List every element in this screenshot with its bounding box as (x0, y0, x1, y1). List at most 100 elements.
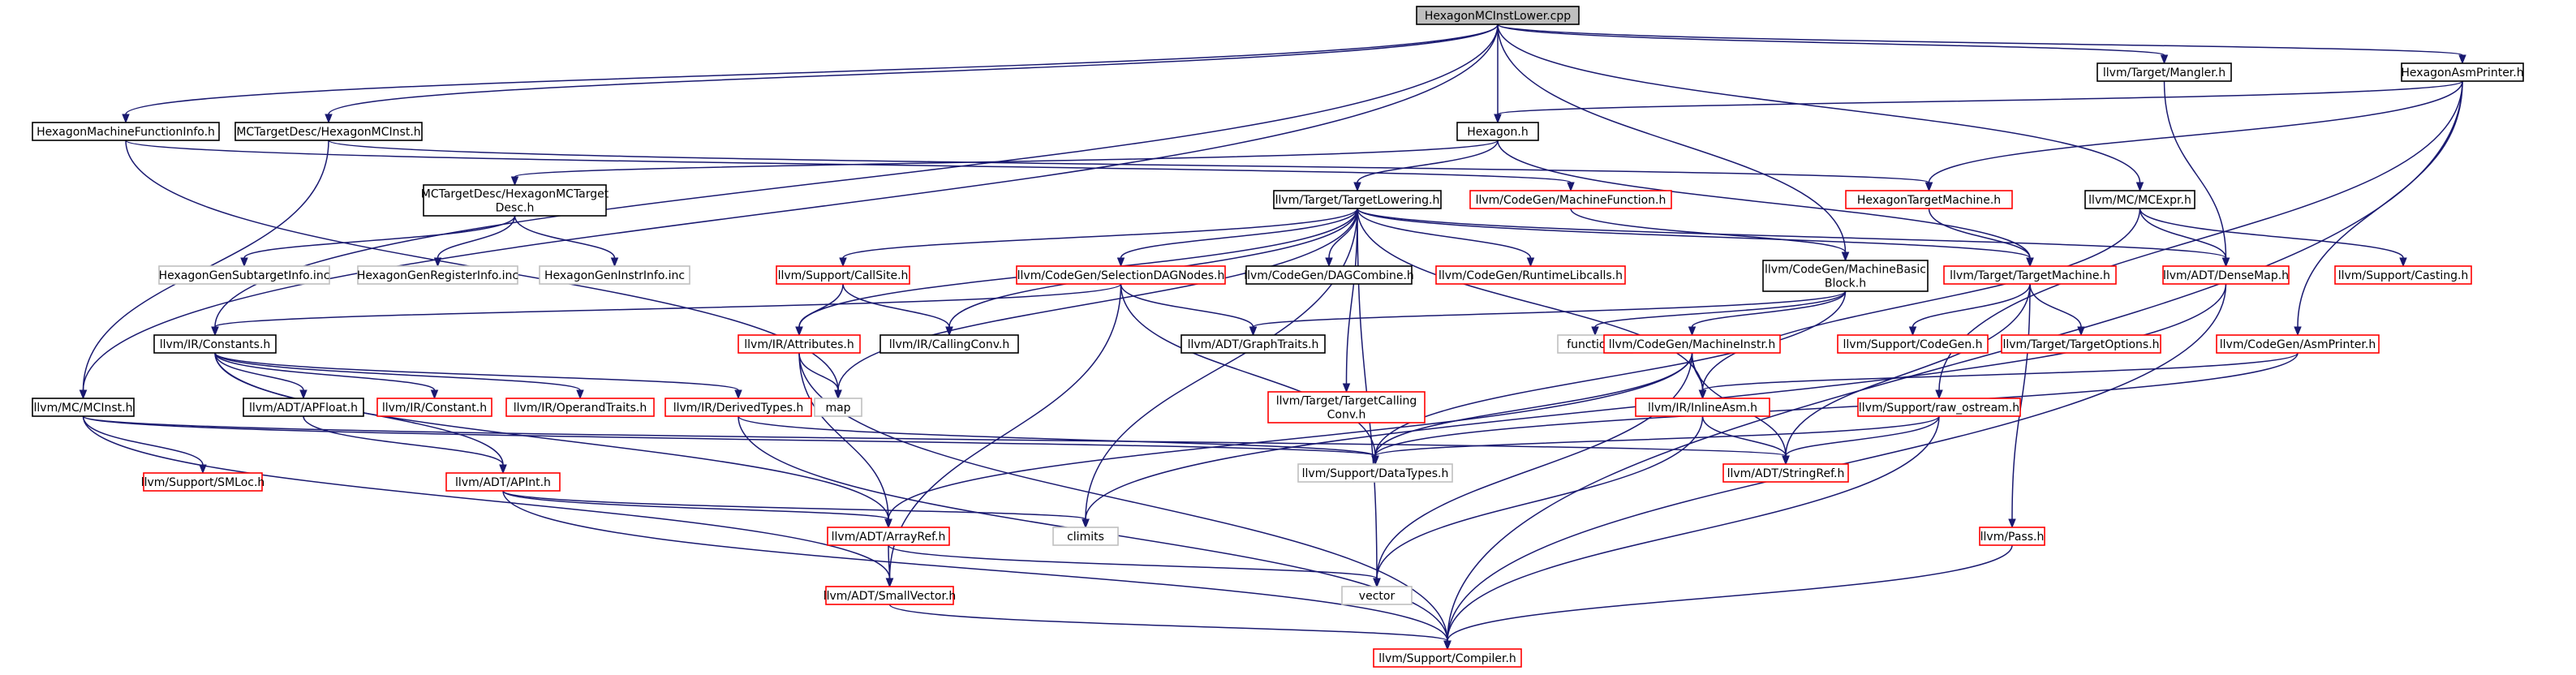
edge-arrowhead (839, 257, 847, 268)
node-inlineasm[interactable]: llvm/IR/InlineAsm.h (1635, 398, 1770, 417)
node-apint[interactable]: llvm/ADT/APInt.h (445, 472, 561, 492)
node-mctdinst[interactable]: MCTargetDesc/HexagonMCInst.h (234, 122, 423, 141)
edge-line (837, 208, 1358, 391)
edge-arrowhead (1342, 383, 1351, 393)
node-smallvector[interactable]: llvm/ADT/SmallVector.h (824, 586, 957, 605)
edge-mbb-to-functional (1591, 290, 1847, 337)
edge-constants-to-irconstant (214, 352, 439, 400)
node-callingconv[interactable]: llvm/IR/CallingConv.h (879, 334, 1019, 354)
node-hexmfi[interactable]: HexagonMachineFunctionInfo.h (32, 122, 220, 141)
node-irconstant[interactable]: llvm/IR/Constant.h (376, 398, 492, 417)
node-dagcombine[interactable]: llvm/CodeGen/DAGCombine.h (1244, 265, 1414, 285)
edge-line (1785, 283, 2031, 457)
node-label: llvm/IR/Constants.h (160, 338, 271, 351)
node-rawostream[interactable]: llvm/Support/raw_ostream.h (1857, 398, 2021, 417)
edge-arrowhead (299, 389, 307, 400)
node-box (505, 398, 655, 417)
node-label: llvm/ADT/ArrayRef.h (832, 531, 946, 544)
edge-arrowhead (945, 326, 953, 337)
edge-arrowhead (734, 389, 742, 400)
node-machineinstr[interactable]: llvm/CodeGen/MachineInstr.h (1603, 334, 1781, 354)
node-graphtraits[interactable]: llvm/ADT/GraphTraits.h (1180, 334, 1326, 354)
node-box (1469, 190, 1672, 209)
edge-arrowhead (1353, 182, 1361, 192)
node-datatypes: llvm/Support/DataTypes.h (1297, 463, 1453, 483)
node-constants[interactable]: llvm/IR/Constants.h (153, 334, 277, 354)
node-targetopts[interactable]: llvm/Target/TargetOptions.h (2001, 334, 2161, 354)
node-pass[interactable]: llvm/Pass.h (1979, 527, 2045, 546)
edge-line (1120, 208, 1358, 259)
node-hextm[interactable]: HexagonTargetMachine.h (1845, 190, 2013, 209)
node-label: llvm/ADT/DenseMap.h (2163, 269, 2289, 282)
node-label: llvm/MC/MCExpr.h (2088, 194, 2191, 207)
node-compiler[interactable]: llvm/Support/Compiler.h (1373, 648, 1522, 668)
node-attributes[interactable]: llvm/IR/Attributes.h (738, 334, 861, 354)
edge-hextm-to-targettm (1928, 208, 2034, 268)
node-label: llvm/ADT/APInt.h (455, 476, 551, 489)
node-box (423, 184, 607, 217)
edge-line (1701, 208, 2141, 391)
node-targettm[interactable]: llvm/Target/TargetMachine.h (1943, 265, 2117, 285)
edge-line (82, 415, 1787, 457)
node-densemap[interactable]: llvm/ADT/DenseMap.h (2162, 265, 2290, 285)
node-smloc[interactable]: llvm/Support/SMLoc.h (141, 472, 265, 492)
edge-targettm-to-pass (2008, 283, 2031, 529)
node-tlowering[interactable]: llvm/Target/TargetLowering.h (1273, 190, 1442, 209)
node-cgcodegen[interactable]: llvm/Support/CodeGen.h (1837, 334, 1989, 354)
node-cgasmprinter[interactable]: llvm/CodeGen/AsmPrinter.h (2216, 334, 2380, 354)
node-rtlibcalls[interactable]: llvm/CodeGen/RuntimeLibcalls.h (1435, 265, 1626, 285)
edge-line (1376, 415, 1704, 579)
edge-mcexpr-to-casting (2139, 208, 2407, 268)
node-derivedtypes[interactable]: llvm/IR/DerivedTypes.h (664, 398, 812, 417)
node-label: Desc.h (496, 202, 535, 215)
edge-inlineasm-to-vector (1373, 415, 1704, 588)
node-box (1603, 334, 1781, 354)
node-box (445, 472, 561, 492)
edge-arrowhead (1443, 640, 1451, 651)
edge-arrowhead (430, 389, 439, 400)
node-stringref[interactable]: llvm/ADT/StringRef.h (1722, 463, 1849, 483)
node-mcexpr[interactable]: llvm/MC/MCExpr.h (2084, 190, 2195, 209)
edge-line (888, 544, 891, 579)
edge-hexagonh-to-tlowering (1353, 140, 1499, 192)
edge-hexagonh-to-mctdtarget (510, 140, 1499, 187)
node-label: HexagonGenInstrInfo.inc (544, 269, 685, 282)
edge-targettm-to-stringref (1782, 283, 2031, 466)
node-hexagonh[interactable]: Hexagon.h (1456, 122, 1539, 141)
edge-line (214, 352, 304, 391)
edge-arrowhead (884, 518, 892, 529)
node-label: llvm/ADT/APFloat.h (249, 402, 358, 415)
node-label: llvm/Support/CallSite.h (778, 269, 909, 282)
node-mangler[interactable]: llvm/Target/Mangler.h (2096, 62, 2232, 82)
edge-arrowhead (2135, 182, 2144, 192)
node-apfloat[interactable]: llvm/ADT/APFloat.h (243, 398, 364, 417)
node-box (234, 122, 423, 141)
node-box (1297, 463, 1453, 483)
node-cgmf[interactable]: llvm/CodeGen/MachineFunction.h (1469, 190, 1672, 209)
node-asmprinter_hex[interactable]: HexagonAsmPrinter.h (2401, 62, 2524, 82)
node-label: Hexagon.h (1467, 126, 1528, 139)
node-box (357, 265, 518, 285)
edge-arrowhead (834, 389, 842, 400)
node-box (1435, 265, 1626, 285)
node-box (1373, 648, 1522, 668)
edge-line (2029, 283, 2082, 328)
edge-inlineasm-to-stringref (1701, 415, 1790, 466)
node-casting[interactable]: llvm/Support/Casting.h (2334, 265, 2472, 285)
node-arrayref[interactable]: llvm/ADT/ArrayRef.h (827, 527, 950, 546)
edge-line (1594, 290, 1847, 328)
node-mcinst[interactable]: llvm/MC/MCInst.h (32, 398, 135, 417)
edge-constants-to-apfloat (214, 352, 307, 400)
node-label: climits (1067, 531, 1104, 544)
edge-line (1120, 283, 1376, 457)
edge-line (514, 215, 616, 259)
node-label: HexagonTargetMachine.h (1857, 194, 2001, 207)
node-optraits[interactable]: llvm/IR/OperandTraits.h (505, 398, 655, 417)
node-callsite[interactable]: llvm/Support/CallSite.h (776, 265, 910, 285)
edge-tlowering-to-callsite (839, 208, 1358, 268)
node-seldag[interactable]: llvm/CodeGen/SelectionDAGNodes.h (1016, 265, 1226, 285)
edge-line (214, 352, 581, 391)
